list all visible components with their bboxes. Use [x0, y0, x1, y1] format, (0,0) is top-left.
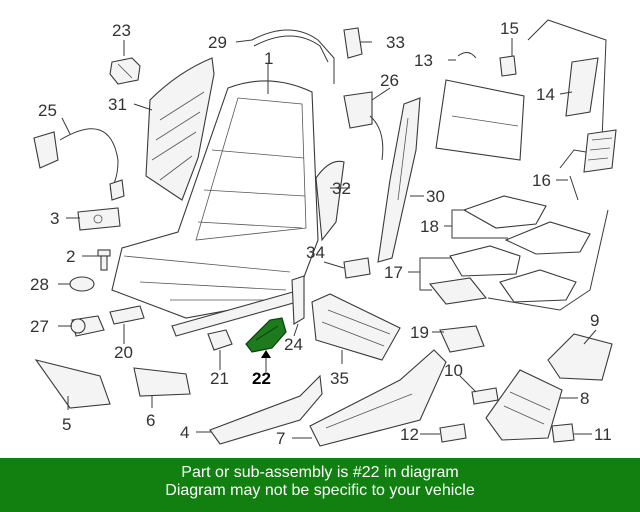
- part-23-motor[interactable]: [109, 57, 141, 85]
- part-18-heater-pad[interactable]: [462, 195, 591, 255]
- callout-13[interactable]: 13: [414, 51, 433, 70]
- callout-28[interactable]: 28: [30, 275, 49, 294]
- callout-5[interactable]: 5: [62, 415, 71, 434]
- part-28-cap[interactable]: [69, 276, 95, 292]
- callout-6[interactable]: 6: [146, 411, 155, 430]
- part-33-clip[interactable]: [343, 27, 363, 59]
- callout-26[interactable]: 26: [380, 71, 399, 90]
- part-29-headrest-cable[interactable]: [251, 29, 335, 84]
- arrow-22: [261, 350, 271, 358]
- part-2-screw[interactable]: [97, 249, 111, 271]
- part-19-lever[interactable]: [439, 325, 485, 353]
- part-25-cable[interactable]: [33, 128, 125, 201]
- callout-35[interactable]: 35: [330, 369, 349, 388]
- parts-diagram: 1 2 3 4 5 6 7 8 9 10 11 12 13 14 15 16 1…: [30, 19, 617, 448]
- info-footer: Part or sub-assembly is #22 in diagram D…: [0, 458, 640, 512]
- part-26-actuator[interactable]: [343, 91, 384, 161]
- part-1-seat-frame[interactable]: [111, 80, 319, 337]
- part-21-pin[interactable]: [207, 329, 233, 351]
- part-14-heater-element[interactable]: [527, 19, 607, 141]
- callout-2[interactable]: 2: [66, 247, 75, 266]
- part-34-bracket[interactable]: [343, 257, 371, 279]
- part-24-bracket[interactable]: [291, 275, 305, 325]
- part-11-bracket[interactable]: [551, 423, 575, 443]
- part-35-storage-tray[interactable]: [311, 293, 401, 361]
- part-12-clip[interactable]: [439, 423, 467, 443]
- part-22-highlighted[interactable]: [245, 317, 287, 353]
- callout-30[interactable]: 30: [426, 187, 445, 206]
- part-30-side-trim[interactable]: [377, 97, 421, 263]
- part-17-seat-cushion[interactable]: [428, 209, 609, 311]
- part-13-back-cushion[interactable]: [435, 52, 525, 161]
- part-16-fan[interactable]: [559, 129, 617, 201]
- callout-18[interactable]: 18: [420, 217, 439, 236]
- part-27-motor[interactable]: [70, 315, 105, 337]
- callout-22[interactable]: 22: [252, 369, 271, 388]
- leaders: [58, 38, 597, 439]
- callout-10[interactable]: 10: [444, 361, 463, 380]
- callout-34[interactable]: 34: [306, 243, 325, 262]
- part-31-back-panel[interactable]: [145, 57, 215, 201]
- callout-32[interactable]: 32: [332, 179, 351, 198]
- callout-31[interactable]: 31: [108, 95, 127, 114]
- part-15-clip[interactable]: [499, 55, 517, 77]
- footer-part-line: Part or sub-assembly is #22 in diagram: [181, 464, 459, 481]
- callout-17[interactable]: 17: [384, 263, 403, 282]
- callout-9[interactable]: 9: [590, 311, 599, 330]
- part-3-bracket[interactable]: [77, 207, 121, 231]
- callout-27[interactable]: 27: [30, 317, 49, 336]
- callout-labels: 1 2 3 4 5 6 7 8 9 10 11 12 13 14 15 16 1…: [30, 19, 612, 448]
- callout-23[interactable]: 23: [112, 21, 131, 40]
- part-5-trim[interactable]: [34, 359, 111, 409]
- callout-24[interactable]: 24: [284, 335, 303, 354]
- callout-21[interactable]: 21: [210, 369, 229, 388]
- part-20-actuator[interactable]: [109, 305, 145, 325]
- part-32-cover[interactable]: [315, 160, 345, 242]
- part-6-cover[interactable]: [133, 367, 191, 397]
- part-4-trim[interactable]: [209, 374, 323, 445]
- footer-disclaimer-line: Diagram may not be specific to your vehi…: [165, 482, 475, 499]
- callout-20[interactable]: 20: [114, 343, 133, 362]
- callout-25[interactable]: 25: [38, 101, 57, 120]
- callout-4[interactable]: 4: [180, 423, 189, 442]
- part-10-clip[interactable]: [471, 387, 499, 405]
- callout-29[interactable]: 29: [208, 33, 227, 52]
- callout-16[interactable]: 16: [532, 171, 551, 190]
- callout-15[interactable]: 15: [500, 19, 519, 38]
- callout-7[interactable]: 7: [276, 429, 285, 448]
- callout-19[interactable]: 19: [410, 323, 429, 342]
- callout-33[interactable]: 33: [386, 33, 405, 52]
- part-7-side-cover[interactable]: [309, 349, 447, 447]
- callout-3[interactable]: 3: [50, 209, 59, 228]
- part-8-shield[interactable]: [485, 369, 563, 441]
- callout-14[interactable]: 14: [536, 85, 555, 104]
- callout-11[interactable]: 11: [594, 425, 612, 444]
- part-9-panel[interactable]: [547, 333, 613, 381]
- callout-1[interactable]: 1: [264, 49, 273, 68]
- callout-12[interactable]: 12: [400, 425, 419, 444]
- callout-8[interactable]: 8: [580, 389, 589, 408]
